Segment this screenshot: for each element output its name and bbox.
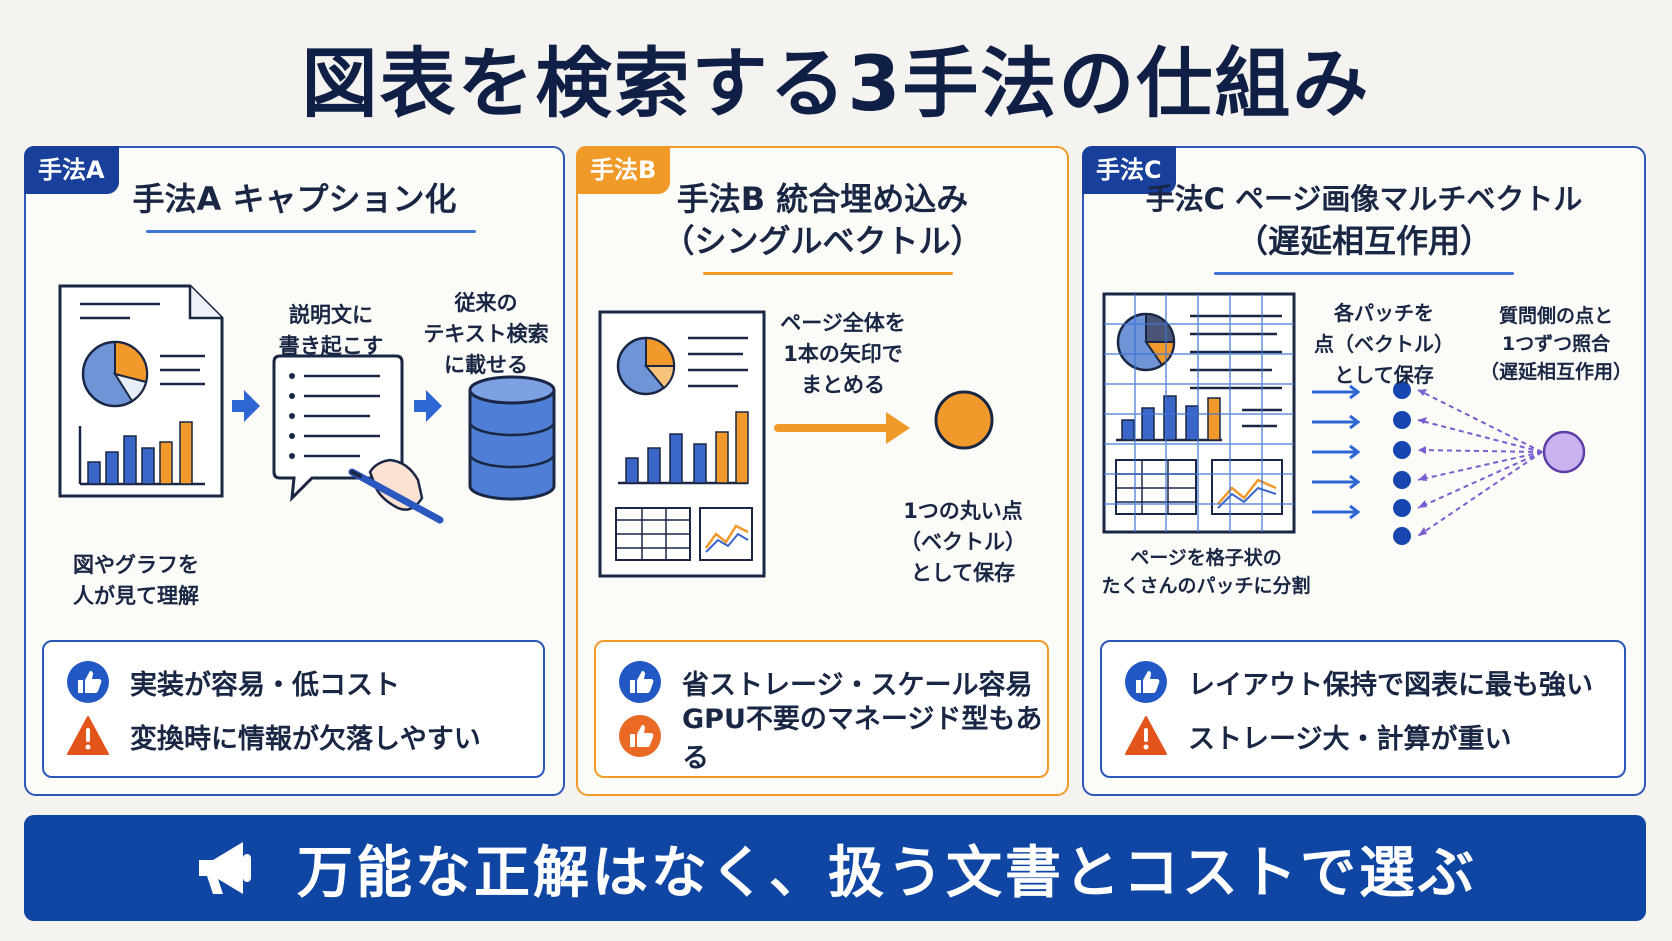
- megaphone-icon: [199, 842, 251, 894]
- arrow-head-icon: [886, 412, 910, 444]
- pros-row: GPU不要のマネージド型もある: [618, 704, 1047, 774]
- method-b-panel: 手法B 手法B 統合埋め込み （シングルベクトル）: [576, 146, 1069, 796]
- thumbs-up-icon: [618, 660, 662, 704]
- method-c-pros-cons: レイアウト保持で図表に最も強い ストレージ大・計算が重い: [1100, 640, 1626, 778]
- patch-arrows-icon: [1312, 384, 1361, 520]
- thumbs-up-icon: [66, 660, 110, 704]
- thumbs-up-icon: [618, 714, 662, 758]
- pros-row: レイアウト保持で図表に最も強い: [1124, 660, 1593, 704]
- database-icon: [468, 375, 556, 501]
- page-title: 図表を検索する3手法の仕組み: [301, 39, 1371, 128]
- method-b-pros: 省ストレージ・スケール容易 GPU不要のマネージド型もある: [594, 640, 1049, 778]
- arrow-icon: [232, 390, 260, 422]
- conclusion-text: 万能な正解はなく、扱う文書とコストで選ぶ: [297, 840, 1477, 906]
- query-match-label: 質問側の点と 1つずつ照合 （遅延相互作用）: [1479, 305, 1632, 383]
- page-document-icon: [598, 310, 766, 578]
- document-icon: [58, 284, 224, 498]
- single-vector-dot-icon: [934, 390, 994, 450]
- arrow-icon: [414, 390, 442, 422]
- method-a-panel: 手法A 手法A キャプション化: [24, 146, 565, 796]
- patch-vector-dots-icon: [1393, 381, 1411, 545]
- method-c-underline: [1214, 272, 1514, 275]
- thumbs-up-icon: [1124, 660, 1168, 704]
- method-b-tag: 手法B: [576, 146, 671, 194]
- query-vector-dot-icon: [1542, 430, 1586, 474]
- conclusion-banner: 万能な正解はなく、扱う文書とコストで選ぶ: [24, 815, 1646, 921]
- grid-split-label: ページを格子状の たくさんのパッチに分割: [1101, 547, 1311, 597]
- method-c-tag: 手法C: [1082, 146, 1176, 194]
- method-c-subtitle: （遅延相互作用）: [1235, 222, 1492, 260]
- text-search-label: 従来の テキスト検索 に載せる: [423, 291, 549, 377]
- figure-understanding-label: 図やグラフを 人が見て理解: [73, 553, 199, 608]
- late-interaction-lines-icon: [1417, 389, 1543, 537]
- method-a-illustration: [58, 284, 556, 524]
- method-c-panel: 手法C 手法C ページ画像マルチベクトル （遅延相互作用）: [1082, 146, 1646, 796]
- pros-row: 実装が容易・低コスト: [66, 660, 400, 704]
- single-vector-label: 1つの丸い点 （ベクトル） として保存: [900, 499, 1026, 585]
- method-c-title: 手法C ページ画像マルチベクトル: [1145, 182, 1583, 216]
- method-a-pros-cons: 実装が容易・低コスト 変換時に情報が欠落しやすい: [42, 640, 545, 778]
- warning-icon: [66, 714, 110, 758]
- cons-row: 変換時に情報が欠落しやすい: [66, 714, 481, 758]
- single-arrow-label: ページ全体を 1本の矢印で まとめる: [780, 311, 906, 397]
- caption-label: 説明文に 書き起こす: [278, 303, 384, 358]
- patch-vector-label: 各パッチを 点（ベクトル） として保存: [1314, 301, 1454, 387]
- arrow-heads-icon: [1418, 389, 1427, 536]
- pros-row: 省ストレージ・スケール容易: [618, 660, 1032, 704]
- method-b-underline: [703, 272, 953, 275]
- warning-icon: [1124, 714, 1168, 758]
- method-a-tag: 手法A: [24, 146, 119, 194]
- method-b-illustration: [598, 310, 994, 578]
- method-a-title: 手法A キャプション化: [132, 180, 457, 218]
- method-b-subtitle: （シングルベクトル）: [662, 222, 983, 260]
- method-b-title: 手法B 統合埋め込み: [676, 180, 969, 218]
- method-a-underline: [146, 230, 476, 233]
- caption-bubble-icon: [272, 354, 404, 503]
- method-c-illustration: [1102, 292, 1586, 545]
- cons-row: ストレージ大・計算が重い: [1124, 714, 1511, 758]
- patch-grid-document-icon: [1102, 292, 1296, 534]
- hand-with-pen-icon: [348, 458, 444, 524]
